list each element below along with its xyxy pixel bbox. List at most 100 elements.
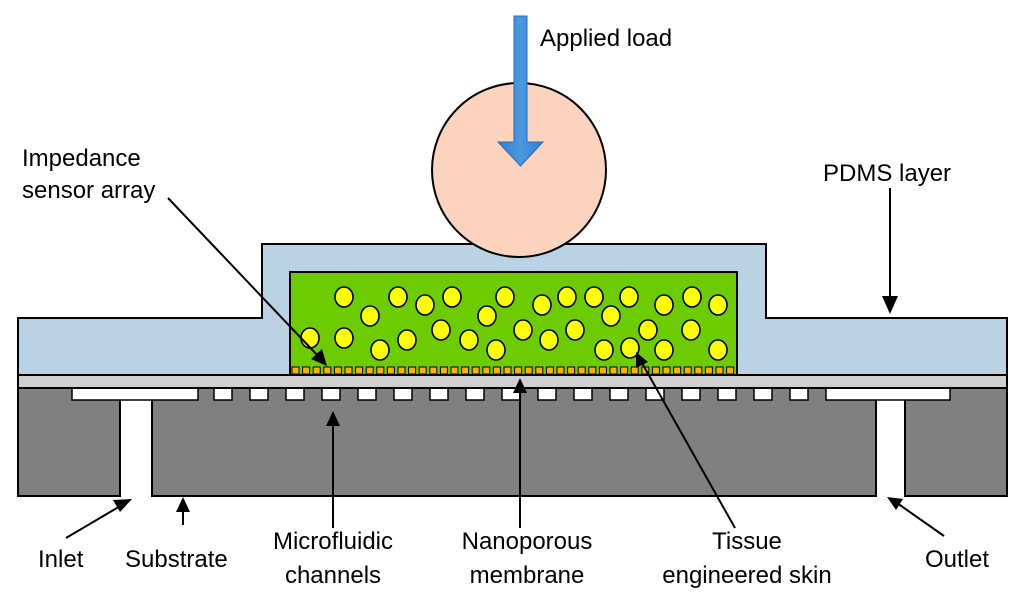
impedance-sensor-pad — [577, 366, 586, 375]
impedance-sensor-pad — [492, 366, 501, 375]
skin-cells — [300, 286, 728, 361]
impedance-sensor-pad — [567, 366, 576, 375]
impedance-sensor-pad — [662, 366, 671, 375]
microfluidic-channel — [285, 387, 305, 401]
substrate-label: Substrate — [125, 546, 228, 573]
impedance-sensor-pad — [291, 366, 300, 375]
skin-cell — [477, 305, 497, 327]
microfluidic-channel — [249, 387, 269, 401]
impedance-sensor-pad — [333, 366, 342, 375]
skin-cell — [442, 286, 462, 308]
microfluidic-channel — [321, 387, 341, 401]
impedance-sensor-pad — [726, 366, 735, 375]
microfluidic-channel — [573, 387, 593, 401]
impedance-sensor-pad — [365, 366, 374, 375]
pdms-layer-label: PDMS layer — [823, 160, 951, 187]
skin-cell — [565, 319, 585, 341]
skin-cell — [584, 286, 604, 308]
tissue-engineered-skin-label-line2: engineered skin — [662, 562, 831, 589]
impedance-sensor-pad — [408, 366, 417, 375]
nanoporous-membrane — [17, 374, 1008, 389]
microfluidic-channel — [357, 387, 377, 401]
microfluidic-channel — [429, 387, 449, 401]
outlet-channel — [825, 387, 951, 401]
nanoporous-membrane-label-line2: membrane — [470, 562, 585, 589]
skin-cell — [532, 294, 552, 316]
skin-cell — [495, 286, 515, 308]
impedance-sensor-label-line1: Impedance — [22, 145, 141, 172]
impedance-sensor-pad — [418, 366, 427, 375]
skin-cell — [708, 339, 728, 361]
microfluidic-channel — [465, 387, 485, 401]
microfluidic-channel — [393, 387, 413, 401]
impedance-sensor-array — [291, 366, 735, 375]
skin-cell — [513, 319, 533, 341]
inlet-port — [119, 388, 153, 496]
skin-cell — [334, 286, 354, 308]
impedance-sensor-pad — [312, 366, 321, 375]
skin-cell — [619, 286, 639, 308]
microfluidic-channel — [753, 387, 773, 401]
skin-cell — [388, 286, 408, 308]
skin-cell — [397, 329, 417, 351]
applied-load-arrow — [496, 15, 545, 167]
impedance-sensor-pad — [715, 366, 724, 375]
impedance-sensor-pad — [386, 366, 395, 375]
impedance-sensor-pad — [429, 366, 438, 375]
substrate-block — [17, 387, 1008, 497]
skin-cell — [654, 339, 674, 361]
tissue-engineered-skin-label-line1: Tissue — [712, 528, 782, 555]
impedance-sensor-label-line2: sensor array — [22, 177, 155, 204]
microfluidic-channel — [213, 387, 233, 401]
impedance-sensor-pad — [323, 366, 332, 375]
skin-cell — [682, 286, 702, 308]
skin-cell — [415, 294, 435, 316]
skin-cell — [370, 339, 390, 361]
microfluidic-channels-label-line2: channels — [285, 562, 381, 589]
annotation-arrows — [65, 188, 945, 539]
impedance-sensor-pad — [344, 366, 353, 375]
microfluidic-channel — [609, 387, 629, 401]
impedance-sensor-pad — [461, 366, 470, 375]
inlet-channel — [71, 387, 199, 401]
impedance-sensor-pad — [556, 366, 565, 375]
nanoporous-membrane-label-line1: Nanoporous — [462, 528, 593, 555]
impedance-sensor-pad — [598, 366, 607, 375]
impedance-sensor-pad — [302, 366, 311, 375]
impedance-sensor-pad — [355, 366, 364, 375]
tissue-engineered-skin — [289, 271, 738, 376]
skin-cell — [486, 339, 506, 361]
inlet-label: Inlet — [38, 546, 84, 573]
impedance-sensor-pad — [439, 366, 448, 375]
impedance-sensor-pad — [609, 366, 618, 375]
impedance-sensor-pad — [704, 366, 713, 375]
impedance-sensor-pad — [694, 366, 703, 375]
skin-cell — [620, 337, 640, 359]
impedance-sensor-pad — [651, 366, 660, 375]
skin-cell — [334, 327, 354, 349]
impedance-sensor-pad — [683, 366, 692, 375]
applied-load-label: Applied load — [540, 25, 672, 52]
skin-cell — [708, 294, 728, 316]
skin-cell — [594, 339, 614, 361]
skin-cell — [459, 329, 479, 351]
skin-cell — [638, 319, 658, 341]
microfluidic-channel — [717, 387, 737, 401]
impedance-sensor-pad — [376, 366, 385, 375]
impedance-sensor-pad — [673, 366, 682, 375]
skin-cell — [539, 329, 559, 351]
outlet-port — [875, 388, 906, 496]
impedance-sensor-pad — [397, 366, 406, 375]
skin-cell — [360, 305, 380, 327]
impedance-sensor-pad — [630, 366, 639, 375]
impedance-sensor-pad — [514, 366, 523, 375]
outlet-label: Outlet — [925, 546, 989, 573]
impedance-sensor-pad — [588, 366, 597, 375]
microfluidic-channel — [681, 387, 701, 401]
impedance-sensor-pad — [524, 366, 533, 375]
microfluidic-channels — [213, 387, 809, 401]
skin-cell — [681, 319, 701, 341]
microfluidic-channel — [789, 387, 809, 401]
microfluidic-channel — [537, 387, 557, 401]
